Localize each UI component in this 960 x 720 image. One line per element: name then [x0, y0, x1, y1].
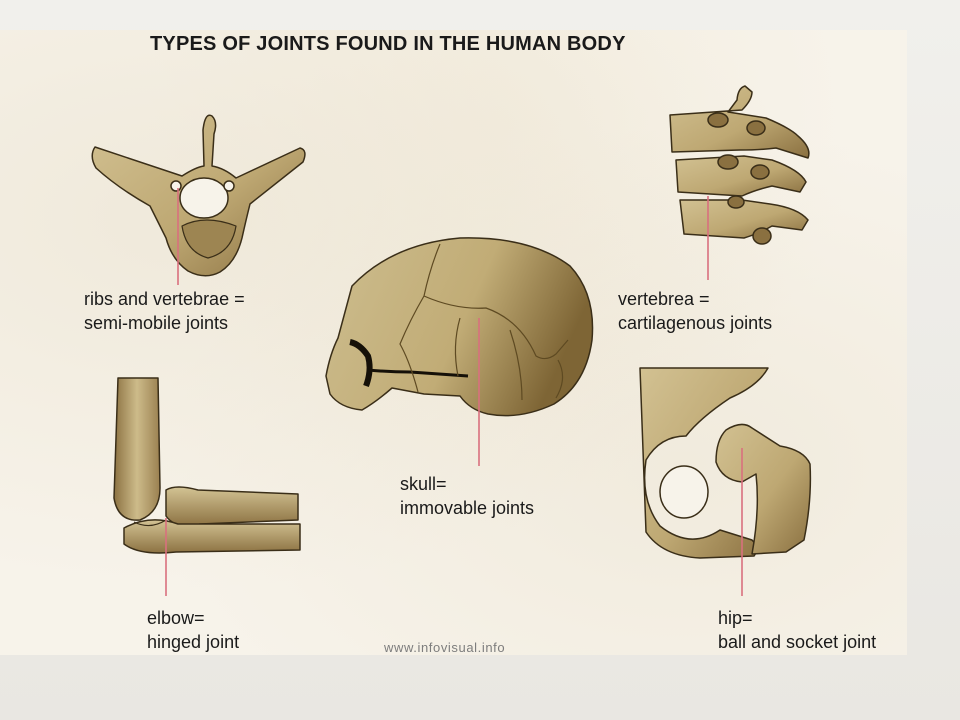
- elbow-label: elbow= hinged joint: [147, 606, 239, 654]
- vertebra-rib-illustration: [91, 114, 306, 277]
- ribs-vertebrae-label: ribs and vertebrae = semi-mobile joints: [84, 287, 245, 335]
- skull-illustration: [325, 237, 594, 417]
- diagram-title: TYPES OF JOINTS FOUND IN THE HUMAN BODY: [150, 33, 626, 55]
- skull-label-line-1: skull=: [400, 474, 447, 494]
- skull-label-line-2: immovable joints: [400, 498, 535, 518]
- ribs-label-line-1: ribs and vertebrae =: [84, 289, 245, 309]
- hip-illustration: [639, 367, 812, 559]
- elbow-label-line-2: hinged joint: [147, 632, 240, 652]
- skull-label: skull= immovable joints: [400, 472, 534, 520]
- hip-label-line-2: ball and socket joint: [718, 632, 877, 652]
- hip-label-line-1: hip=: [718, 608, 753, 628]
- vertebrea-label: vertebrea = cartilagenous joints: [618, 287, 772, 335]
- vertebrae-column-illustration: [669, 85, 810, 245]
- vertebrea-label-line-2: cartilagenous joints: [618, 313, 773, 333]
- elbow-illustration: [113, 377, 301, 554]
- source-credit: www.infovisual.info: [384, 640, 506, 655]
- ribs-label-line-2: semi-mobile joints: [84, 313, 229, 333]
- elbow-label-line-1: elbow=: [147, 608, 205, 628]
- vertebrea-label-line-1: vertebrea =: [618, 289, 710, 309]
- hip-label: hip= ball and socket joint: [718, 606, 876, 654]
